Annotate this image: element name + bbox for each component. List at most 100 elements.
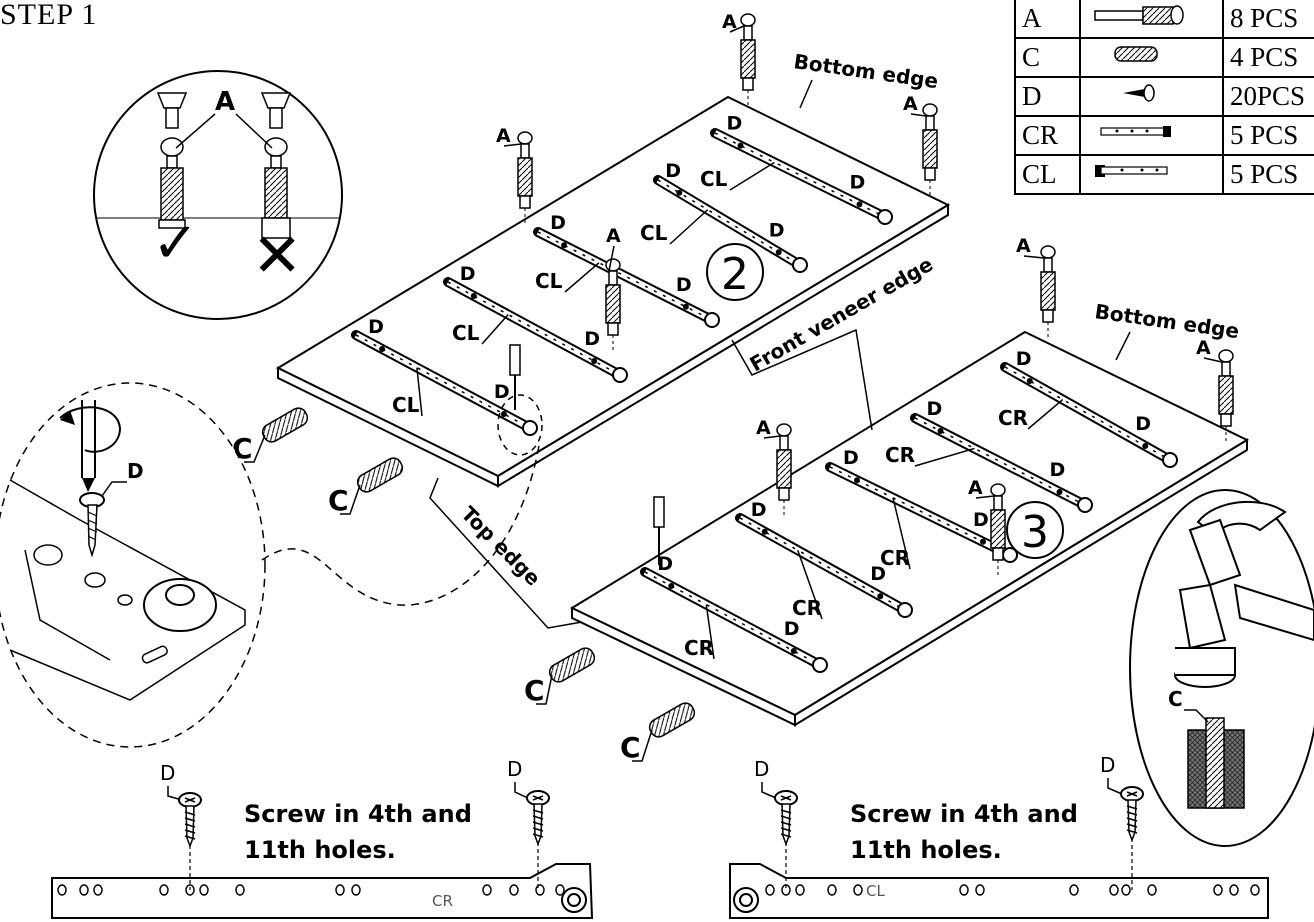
- rail-hole: [1250, 884, 1260, 896]
- cam-dowel-icon: A: [1016, 235, 1056, 340]
- part-code: CL: [1013, 154, 1082, 195]
- rail-cl-screw-right: D: [1100, 753, 1133, 890]
- rail-screw-letter: D: [460, 263, 476, 285]
- rail-cr-stamp: CR: [432, 892, 453, 910]
- part-qty: 20PCS: [1222, 76, 1314, 117]
- hammer-dowel-letter: C: [1168, 687, 1183, 711]
- screw-point: [790, 648, 797, 655]
- rail-roller: [522, 420, 538, 436]
- rail-hole: [57, 884, 67, 896]
- screw-point: [1142, 443, 1149, 450]
- rail-screw-letter: D: [1016, 348, 1032, 370]
- rail-screw-letter: D: [676, 274, 692, 296]
- rail-hole: [1213, 884, 1223, 896]
- cam-letter: A: [756, 417, 771, 439]
- screw-point: [1056, 488, 1063, 495]
- cam-wrong-icon: [260, 92, 292, 239]
- rail-cr-note-line1: Screw in 4th and: [244, 800, 472, 828]
- dowel-letter: C: [524, 674, 545, 707]
- screw-point: [379, 345, 386, 352]
- rail-roller: [877, 209, 893, 225]
- cam-letter: A: [1196, 337, 1211, 359]
- rail-roller: [897, 602, 913, 618]
- rail-cr-screw-left: D: [160, 761, 191, 890]
- drawer-rail: CL D D: [443, 263, 628, 383]
- rail-label: CR: [885, 443, 915, 467]
- panel-2-number: 2: [721, 249, 749, 300]
- cam-dowel-icon: A: [968, 477, 1006, 578]
- cam-dowel-icon: A: [496, 125, 533, 226]
- rail-hole: [159, 884, 169, 896]
- rail-screw-letter: D: [494, 381, 510, 403]
- screw-icon: [178, 792, 202, 849]
- cross-mark-icon: ✕: [252, 221, 302, 291]
- screw-point: [676, 189, 683, 196]
- screw-point: [854, 477, 860, 484]
- rail-hole: [765, 884, 775, 896]
- inset-part-letter: A: [215, 87, 235, 117]
- rail-cr-detail: CR D D Screw in 4th and 11th holes.: [51, 757, 594, 919]
- part-qty: 5 PCS: [1222, 154, 1314, 195]
- panel-3-number-circle: [1006, 501, 1064, 559]
- rail-roller: [612, 367, 628, 383]
- wood-dowel-icon: [1079, 37, 1224, 78]
- cam-letter: A: [496, 125, 511, 147]
- left-rail-icon: [1079, 154, 1224, 195]
- part-code: D: [1013, 76, 1082, 117]
- cam-correct-icon: [156, 92, 188, 229]
- cam-dowel-icon: A: [903, 93, 938, 198]
- rail-screw-letter: D: [769, 219, 785, 241]
- rail-roller: [1077, 497, 1093, 513]
- screw-point: [856, 201, 863, 208]
- rail-cl-screw-left: D: [754, 757, 787, 890]
- rail-cl-stamp: CL: [866, 882, 885, 900]
- rail-hole: [1069, 884, 1079, 896]
- screw-icon: [526, 790, 550, 847]
- screw-icon: [1079, 76, 1224, 117]
- cam-dowel-icon: A: [1196, 337, 1234, 444]
- rail-hole: [351, 884, 361, 896]
- rail-hole: [1147, 884, 1157, 896]
- rail-label: CL: [452, 321, 480, 345]
- screw-point: [980, 538, 986, 545]
- hammer-inset: C: [1129, 489, 1314, 847]
- part-code: C: [1013, 37, 1082, 78]
- panel-3-number: 3: [1021, 507, 1049, 558]
- rail-label: CL: [392, 393, 420, 417]
- rail-hole: [335, 884, 345, 896]
- cam-dowel-icon: [1079, 0, 1224, 39]
- wood-dowel-icon: C: [524, 647, 596, 707]
- screwdriver-icon: [653, 496, 665, 565]
- screw-point: [761, 528, 768, 535]
- rail-hole: [975, 884, 985, 896]
- rail-hole: [827, 884, 837, 896]
- screw-point: [737, 142, 744, 149]
- screw-point: [470, 292, 477, 299]
- cam-letter: A: [722, 11, 737, 33]
- part-qty: 5 PCS: [1222, 115, 1314, 156]
- panel-2-bottom-edge-label: Bottom edge: [792, 49, 939, 93]
- rail-hole: [555, 884, 565, 896]
- rail-hole: [1109, 884, 1119, 896]
- rail-hole: [93, 884, 103, 896]
- rail-hole: [1229, 884, 1239, 896]
- rail-label: CL: [640, 221, 668, 245]
- rail-screw-letter: D: [665, 160, 681, 182]
- rail-roller: [1162, 452, 1178, 468]
- rail-cl-note-line2: 11th holes.: [850, 836, 1002, 864]
- rail-screw-letter: D: [850, 171, 866, 193]
- rail-cr-screw-right: D: [507, 757, 539, 890]
- wood-dowel-icon: C: [620, 702, 696, 764]
- rail-screw-letter: D: [584, 328, 600, 350]
- rail-label: CR: [998, 406, 1028, 430]
